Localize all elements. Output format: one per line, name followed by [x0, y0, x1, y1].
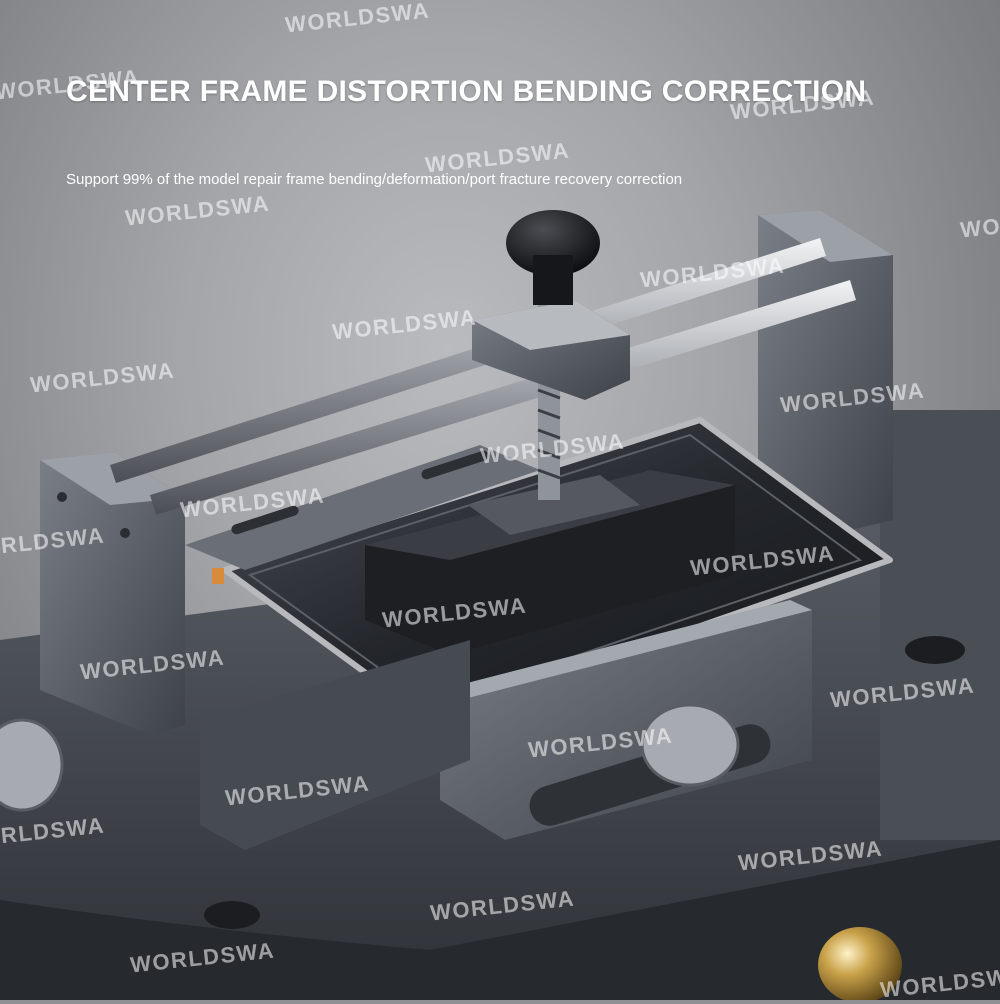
rear-clamp-rail [185, 445, 540, 570]
side-knob-left [0, 718, 64, 812]
copper-pad-left [212, 568, 224, 584]
right-stand [880, 410, 1000, 840]
press-block [365, 470, 735, 655]
front-base-block [200, 640, 470, 850]
base-plate-edge [0, 840, 1000, 1000]
gold-ball [818, 927, 902, 1000]
press-plate [468, 475, 640, 535]
front-clamp-rail [440, 600, 812, 840]
guide-rod-upper [110, 238, 826, 483]
page-subtitle: Support 99% of the model repair frame be… [66, 171, 683, 188]
side-knob-front [640, 703, 740, 787]
guide-rod-lower [150, 280, 856, 515]
page-title: CENTER FRAME DISTORTION BENDING CORRECTI… [66, 75, 867, 108]
left-end-block [40, 452, 185, 735]
top-knob [506, 210, 600, 276]
right-end-block [758, 210, 893, 535]
